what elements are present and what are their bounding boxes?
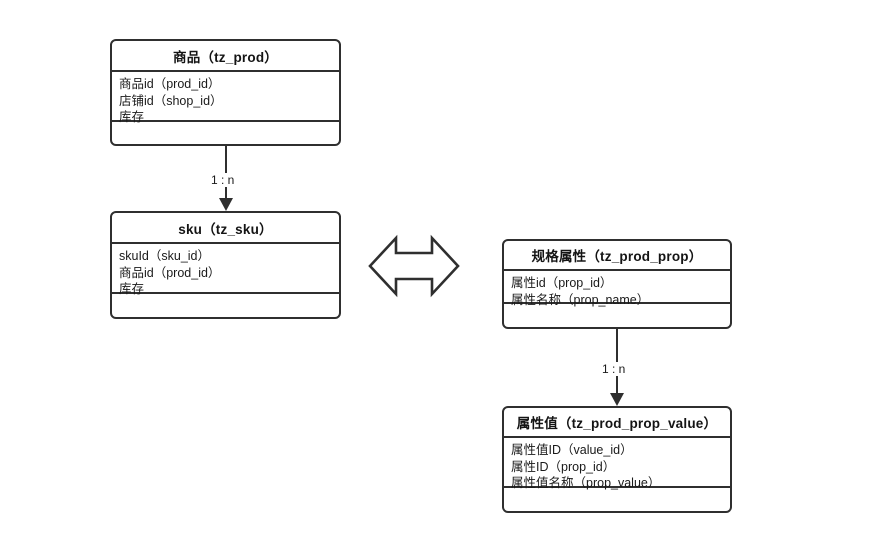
connector-arrowhead-prop-to-value <box>610 393 624 406</box>
attribute-row: 属性id（prop_id） <box>511 276 613 290</box>
connector-arrowhead-prod-to-sku <box>219 198 233 211</box>
entity-footer-tz-prod-prop <box>504 304 730 327</box>
entity-box-tz-prod-prop[interactable]: 规格属性（tz_prod_prop） 属性id（prop_id） 属性名称（pr… <box>502 239 732 329</box>
attribute-row: 库存 <box>119 110 145 124</box>
attribute-row: 商品id（prod_id） <box>119 265 221 280</box>
attribute-row: 属性值ID（value_id） <box>511 443 633 457</box>
entity-header-tz-prod-prop: 规格属性（tz_prod_prop） <box>504 241 730 271</box>
attribute-row: 库存 <box>119 282 145 296</box>
attribute-row: skuId（sku_id） <box>119 249 211 263</box>
relation-label-prop-to-value: 1 : n <box>600 362 628 376</box>
entity-footer-tz-prod <box>112 122 339 144</box>
entity-body-tz-prod: 商品id（prod_id） 店铺id（shop_id） 库存 <box>112 72 339 124</box>
relation-label-prod-to-sku: 1 : n <box>209 173 237 187</box>
connector-line-prod-to-sku <box>225 146 227 199</box>
attribute-row: 属性名称（prop_name） <box>511 292 650 307</box>
double-headed-arrow-icon <box>366 233 462 299</box>
entity-body-tz-prod-prop-value: 属性值ID（value_id） 属性ID（prop_id） 属性值名称（prop… <box>504 438 730 490</box>
entity-header-tz-sku: sku（tz_sku） <box>112 213 339 244</box>
entity-header-tz-prod: 商品（tz_prod） <box>112 41 339 72</box>
attribute-row: 店铺id（shop_id） <box>119 93 223 108</box>
entity-box-tz-prod[interactable]: 商品（tz_prod） 商品id（prod_id） 店铺id（shop_id） … <box>110 39 341 146</box>
entity-footer-tz-sku <box>112 294 339 317</box>
entity-footer-tz-prod-prop-value <box>504 488 730 511</box>
entity-box-tz-sku[interactable]: sku（tz_sku） skuId（sku_id） 商品id（prod_id） … <box>110 211 341 319</box>
attribute-row: 属性ID（prop_id） <box>511 459 616 474</box>
entity-body-tz-sku: skuId（sku_id） 商品id（prod_id） 库存 <box>112 244 339 296</box>
connector-line-prop-to-value <box>616 329 618 394</box>
entity-body-tz-prod-prop: 属性id（prop_id） 属性名称（prop_name） <box>504 271 730 307</box>
attribute-row: 商品id（prod_id） <box>119 77 221 91</box>
attribute-row: 属性值名称（prop_value） <box>511 476 661 490</box>
entity-box-tz-prod-prop-value[interactable]: 属性值（tz_prod_prop_value） 属性值ID（value_id） … <box>502 406 732 513</box>
entity-header-tz-prod-prop-value: 属性值（tz_prod_prop_value） <box>504 408 730 438</box>
